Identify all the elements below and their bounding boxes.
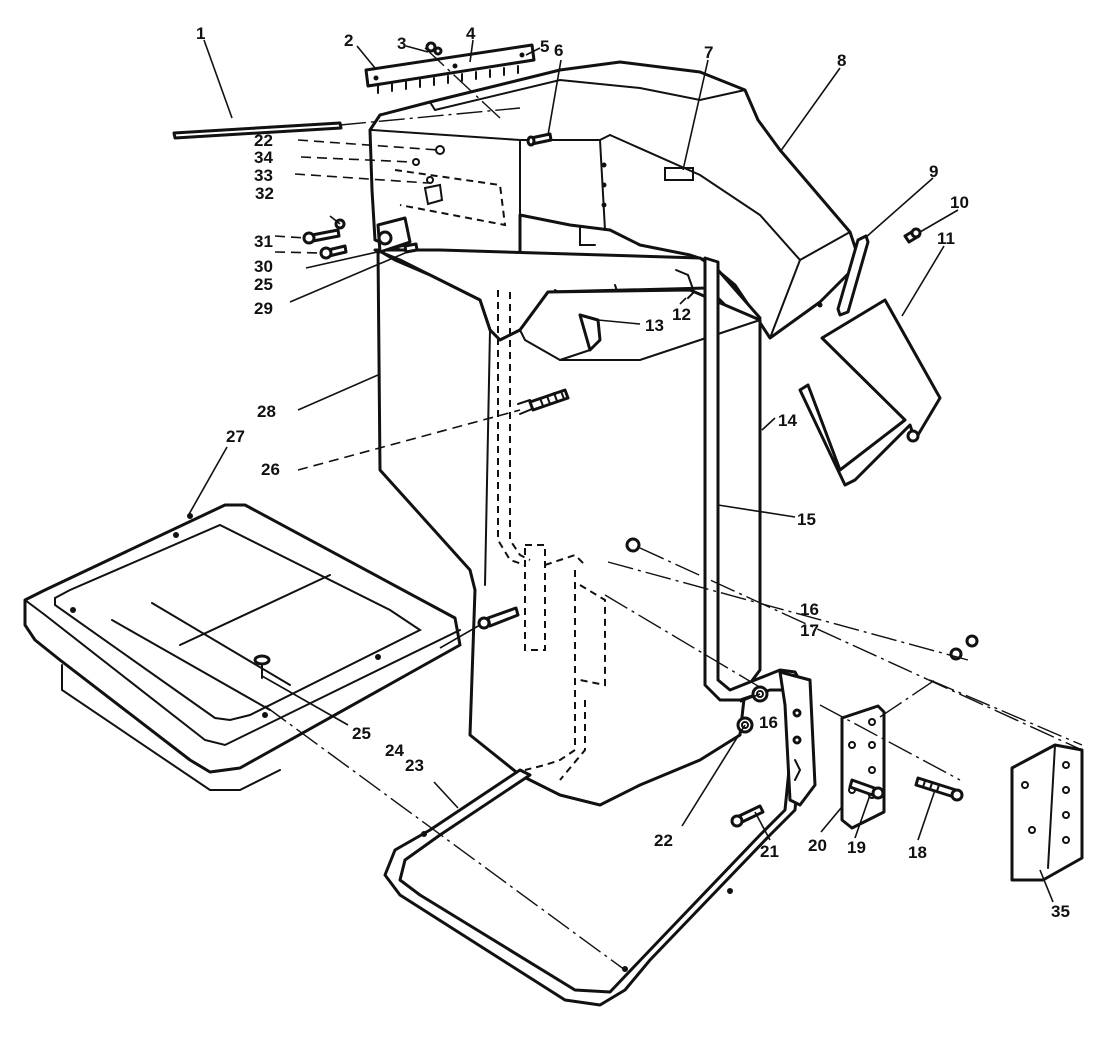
bracket-part-13 xyxy=(578,313,602,352)
callout-6: 6 xyxy=(554,41,563,60)
callout-33: 33 xyxy=(254,166,273,185)
callout-30: 30 xyxy=(254,257,273,276)
callout-4: 4 xyxy=(466,24,476,43)
callout-22-b: 22 xyxy=(654,831,673,850)
callout-labels: 1 2 3 4 5 6 7 8 9 10 11 12 13 14 15 16 1… xyxy=(196,24,1070,921)
callout-3: 3 xyxy=(397,34,406,53)
base-frame-part-23 xyxy=(383,688,802,1007)
callout-7: 7 xyxy=(704,43,713,62)
callout-14: 14 xyxy=(778,411,797,430)
callout-23: 23 xyxy=(405,756,424,775)
tray-part-27 xyxy=(23,503,462,791)
callout-2: 2 xyxy=(344,31,353,50)
callout-22-a: 22 xyxy=(254,131,273,150)
bolt-part-21 xyxy=(730,804,765,828)
callout-9: 9 xyxy=(929,162,938,181)
callout-12: 12 xyxy=(672,305,691,324)
callout-25-a: 25 xyxy=(254,275,273,294)
callout-16-a: 16 xyxy=(800,600,819,619)
callout-27: 27 xyxy=(226,427,245,446)
callout-35: 35 xyxy=(1051,902,1070,921)
callout-25-b: 25 xyxy=(352,724,371,743)
callout-34: 34 xyxy=(254,148,273,167)
hinge-strip-part-4 xyxy=(364,41,536,94)
hinge-bracket xyxy=(778,670,817,807)
callout-10: 10 xyxy=(950,193,969,212)
hidden-frame-lines xyxy=(497,290,606,781)
screw-part-10 xyxy=(903,227,922,244)
plate-part-9 xyxy=(836,234,870,317)
nut-part-19 xyxy=(848,778,885,800)
callout-20: 20 xyxy=(808,836,827,855)
callout-19: 19 xyxy=(847,838,866,857)
bolt-part-26 xyxy=(517,388,570,415)
callout-1: 1 xyxy=(196,24,205,43)
bracket-part-35 xyxy=(1010,743,1084,882)
callout-13: 13 xyxy=(645,316,664,335)
pivot-hardware xyxy=(302,145,507,260)
callout-18: 18 xyxy=(908,843,927,862)
rod-part-1 xyxy=(172,121,343,140)
bolt-part-25-tray xyxy=(253,654,271,679)
bolt-part-18 xyxy=(914,776,964,802)
callout-11: 11 xyxy=(937,229,955,248)
callout-15: 15 xyxy=(797,510,816,529)
deflector-part-11 xyxy=(798,298,942,487)
callout-28: 28 xyxy=(257,402,276,421)
leader-lines xyxy=(187,39,1054,903)
callout-16-b: 16 xyxy=(759,713,778,732)
callout-17-a: 17 xyxy=(800,621,819,640)
callout-32: 32 xyxy=(255,184,274,203)
callout-29: 29 xyxy=(254,299,273,318)
plate-part-20 xyxy=(840,704,886,830)
bolt-part-24 xyxy=(477,606,520,630)
callout-31: 31 xyxy=(254,232,273,251)
callout-5: 5 xyxy=(540,37,549,56)
bag-part-28 xyxy=(376,248,762,807)
callout-24: 24 xyxy=(385,741,404,760)
spring-part-12 xyxy=(675,269,696,299)
callout-26: 26 xyxy=(261,460,280,479)
callout-8: 8 xyxy=(837,51,846,70)
alignment-lines xyxy=(264,47,1083,971)
pin-part-6 xyxy=(526,132,553,147)
callout-21: 21 xyxy=(760,842,779,861)
